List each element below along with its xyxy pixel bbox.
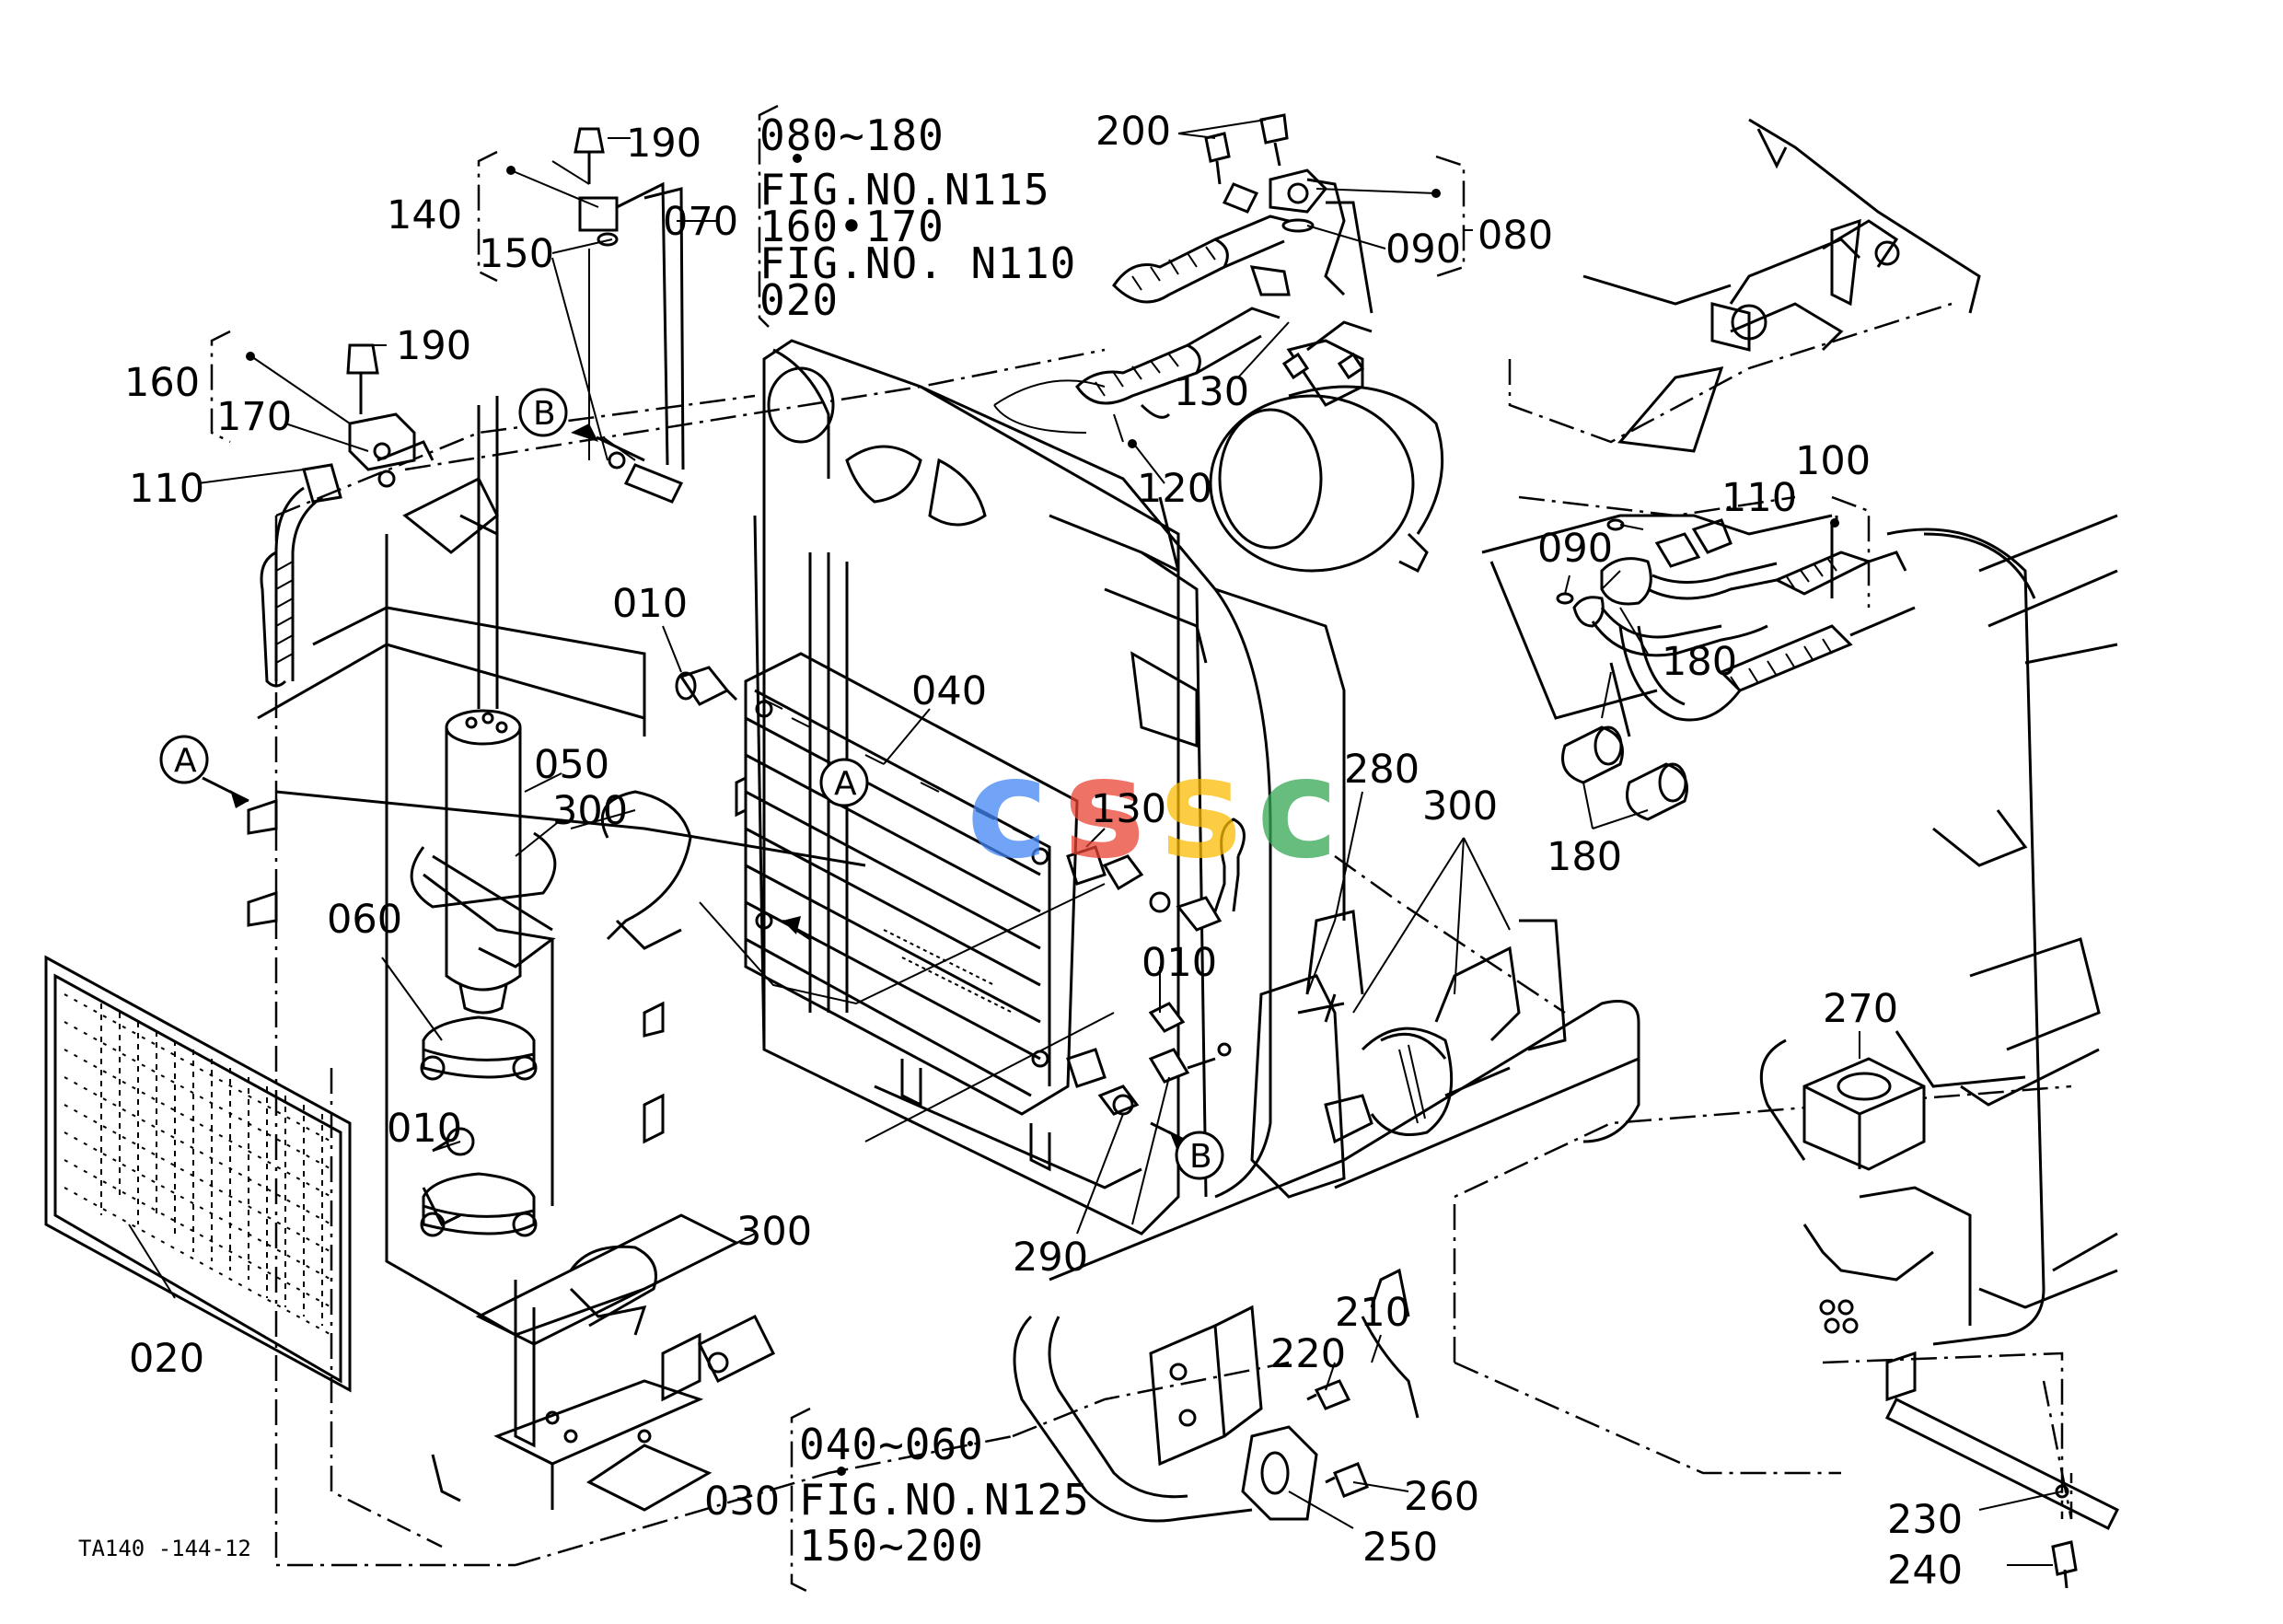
label-150: 150 xyxy=(479,231,554,277)
label-250: 250 xyxy=(1362,1525,1438,1571)
label-190-left: 190 xyxy=(396,323,471,369)
reference-brackets xyxy=(210,104,1871,1595)
fitting-010-upper xyxy=(675,666,738,706)
label-140: 140 xyxy=(387,192,462,238)
label-010-top: 010 xyxy=(612,581,688,627)
label-210: 210 xyxy=(1335,1290,1410,1336)
receiver-drier-050 xyxy=(445,396,522,1015)
ref-fig-n125: FIG.NO.N125 xyxy=(799,1475,1090,1525)
label-010-lower: 010 xyxy=(387,1106,462,1152)
label-130-compressor: 130 xyxy=(1174,369,1249,415)
callout-b-bottom: B xyxy=(1189,1138,1212,1176)
compressor xyxy=(1209,320,1444,574)
drawing-code: TA140 -144-12 xyxy=(78,1536,251,1561)
ref-150-200: 150~200 xyxy=(799,1521,984,1571)
reference-notes-bottom: 040~060 FIG.NO.N125 150~200 xyxy=(799,1420,1090,1571)
cab-structure xyxy=(1508,118,1981,517)
roll-cage-tubes xyxy=(1759,514,2118,1346)
duct-280 xyxy=(1250,910,1567,1199)
callout-circle-a-center xyxy=(819,758,869,807)
ref-080-180: 080~180 xyxy=(759,110,944,160)
label-120: 120 xyxy=(1137,466,1212,512)
ref-020: 020 xyxy=(759,275,839,325)
label-030: 030 xyxy=(704,1479,780,1525)
fitting-160-170 xyxy=(260,343,416,688)
condenser-fittings-right xyxy=(699,818,1246,1143)
label-090-top: 090 xyxy=(1385,226,1461,273)
callout-b-top: B xyxy=(533,395,556,433)
ref-fig-n115: FIG.NO.N115 xyxy=(759,165,1050,215)
callout-a-center: A xyxy=(834,765,857,803)
fan-shroud xyxy=(920,385,1346,1199)
label-090-right: 090 xyxy=(1537,526,1613,572)
label-130-condenser: 130 xyxy=(1091,786,1166,832)
radiator-housing xyxy=(753,339,1208,1235)
condenser-040 xyxy=(735,652,1107,1116)
watermark-letter-c: c xyxy=(967,729,1049,889)
label-180-upper: 180 xyxy=(1662,639,1737,685)
bar-230 xyxy=(1819,1299,2120,1589)
label-110-left: 110 xyxy=(129,466,204,512)
sleeves-180 xyxy=(1561,725,1688,821)
strap-300-lower xyxy=(569,1245,657,1336)
ref-fig-n110: FIG.NO. N110 xyxy=(759,238,1076,288)
label-220: 220 xyxy=(1270,1331,1346,1377)
reference-notes-top: 080~180 FIG.NO.N115 160•170 FIG.NO. N110… xyxy=(759,110,1076,325)
watermark: c s s c xyxy=(967,729,1339,889)
label-260: 260 xyxy=(1404,1474,1479,1520)
label-050: 050 xyxy=(534,742,609,788)
label-110-right: 110 xyxy=(1721,475,1797,521)
leader-lines xyxy=(128,119,2063,1566)
label-190-top: 190 xyxy=(626,121,701,167)
clamp-060 xyxy=(420,1015,538,1237)
label-300-right: 300 xyxy=(1422,783,1498,829)
label-290: 290 xyxy=(1013,1235,1088,1281)
label-180-lower: 180 xyxy=(1547,834,1622,880)
step-bracket xyxy=(1013,1000,1640,1523)
callout-circle-b-bottom xyxy=(1175,1131,1224,1180)
label-200: 200 xyxy=(1095,109,1171,155)
callout-a-left: A xyxy=(174,742,197,780)
ref-160-170: 160•170 xyxy=(759,202,944,251)
label-300-upper: 300 xyxy=(552,788,628,834)
watermark-letter-c2: c xyxy=(1257,729,1339,889)
label-280: 280 xyxy=(1344,747,1420,793)
circled-callouts: B A A B xyxy=(159,388,1224,1180)
label-230: 230 xyxy=(1887,1497,1963,1543)
label-160: 160 xyxy=(124,360,200,406)
label-010-right: 010 xyxy=(1142,940,1217,986)
callout-circle-a-left xyxy=(159,735,209,784)
label-020: 020 xyxy=(129,1336,204,1382)
label-240: 240 xyxy=(1887,1548,1963,1594)
part-number-labels: 190 140 150 070 190 160 170 110 010 040 … xyxy=(124,109,1963,1594)
label-040: 040 xyxy=(911,668,987,714)
block-270 xyxy=(1802,1057,1926,1171)
compressor-fittings xyxy=(1204,113,1373,314)
label-300-lower: 300 xyxy=(736,1209,812,1255)
screen-mesh xyxy=(64,993,332,1336)
label-080: 080 xyxy=(1478,213,1553,259)
watermark-letter-s2: s xyxy=(1160,729,1242,889)
callout-circle-b-top xyxy=(518,388,568,437)
label-070: 070 xyxy=(663,199,738,245)
watermark-letter-s1: s xyxy=(1063,729,1145,889)
condenser-screen-020 xyxy=(44,955,352,1393)
hose-assembly-140 xyxy=(574,127,685,504)
strap-300-left xyxy=(410,790,692,969)
hose-assembly-100 xyxy=(1481,514,1916,722)
hose-120 xyxy=(993,182,1291,434)
label-270: 270 xyxy=(1823,986,1898,1032)
label-100: 100 xyxy=(1795,438,1871,484)
ref-040-060: 040~060 xyxy=(799,1420,984,1469)
label-170: 170 xyxy=(216,394,292,440)
label-060: 060 xyxy=(327,897,402,943)
